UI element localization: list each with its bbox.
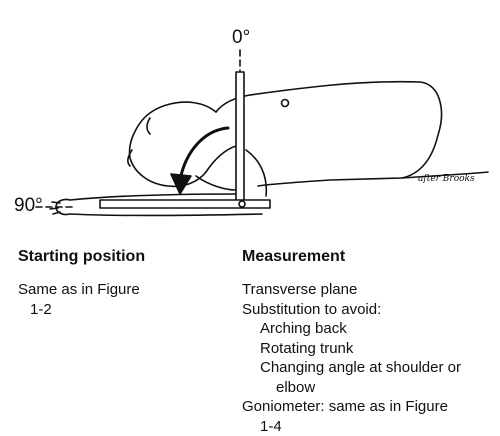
navel-mark xyxy=(282,100,289,107)
starting-position-line: Same as in Figure xyxy=(18,280,218,300)
goniometer-moving-arm xyxy=(236,72,244,204)
angle-label-zero: 0° xyxy=(232,28,250,47)
measurement-line: elbow xyxy=(242,378,492,398)
measurement-line: Rotating trunk xyxy=(242,339,492,359)
angle-label-ninety: 90° xyxy=(14,196,43,215)
shadow-line xyxy=(196,176,236,190)
artist-signature: after Brooks xyxy=(418,174,475,184)
measurement-section: Measurement Transverse plane Substitutio… xyxy=(242,248,492,436)
measurement-line: Substitution to avoid: xyxy=(242,300,492,320)
starting-position-line: 1-2 xyxy=(18,300,218,320)
starting-position-section: Starting position Same as in Figure 1-2 xyxy=(18,248,218,319)
torso-outline xyxy=(250,82,441,186)
measurement-line: Transverse plane xyxy=(242,280,492,300)
starting-position-heading: Starting position xyxy=(18,248,218,266)
upper-arm-outline xyxy=(206,146,236,172)
measurement-heading: Measurement xyxy=(242,248,492,266)
finger-lines xyxy=(50,202,60,214)
forearm-top xyxy=(70,194,240,200)
measurement-line: Arching back xyxy=(242,319,492,339)
elbow-outline xyxy=(246,150,266,196)
forearm-bottom xyxy=(70,214,262,216)
measurement-line: Goniometer: same as in Figure xyxy=(242,397,492,417)
ear-outline xyxy=(147,118,150,134)
measurement-line: 1-4 xyxy=(242,417,492,436)
measurement-line: Changing angle at shoulder or xyxy=(242,358,492,378)
goniometer-illustration: 0° 90° after Brooks xyxy=(0,0,500,240)
shoulder-outline xyxy=(216,95,250,112)
